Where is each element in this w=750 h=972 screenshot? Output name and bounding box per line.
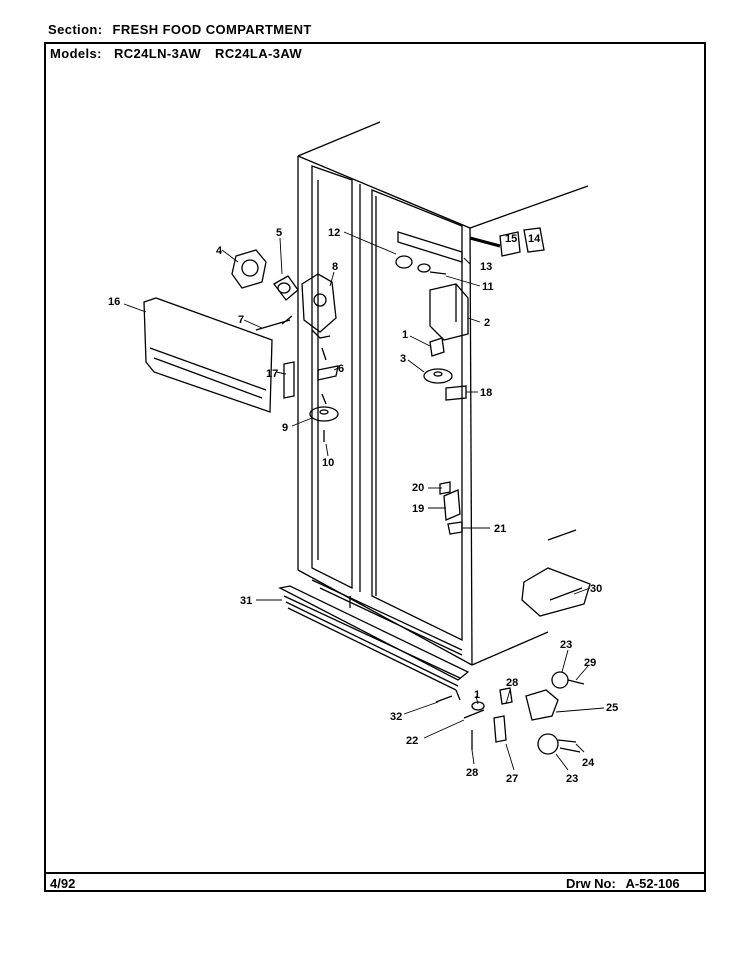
callout-20: 21	[494, 523, 506, 535]
drawing-frame	[44, 42, 706, 892]
drawing-number: Drw No: A-52-106	[566, 876, 680, 891]
callout-17: 17	[266, 368, 278, 380]
section-value: FRESH FOOD COMPARTMENT	[112, 22, 312, 37]
callout-5: 5	[276, 227, 282, 239]
callout-3: 3	[400, 353, 406, 365]
callout-10: 10	[322, 457, 334, 469]
callout-14: 14	[528, 233, 541, 245]
callout-23-bottom: 23	[566, 773, 578, 785]
callout-9: 9	[282, 422, 288, 434]
callout-1-lower: 1	[474, 689, 480, 701]
callout-1: 1	[402, 329, 408, 341]
callout-31: 31	[240, 595, 252, 607]
callout-21: 20	[412, 482, 424, 494]
callout-6: 6	[338, 363, 344, 375]
callout-13: 13	[480, 261, 492, 273]
callout-18: 18	[480, 387, 492, 399]
models-heading: Models: RC24LN-3AW RC24LA-3AW	[50, 46, 302, 61]
callout-24: 24	[582, 757, 595, 769]
callout-30: 30	[590, 583, 602, 595]
callout-19: 19	[412, 503, 424, 515]
drawing-label: Drw No:	[566, 876, 616, 891]
callout-29: 29	[584, 657, 596, 669]
callout-26: 27	[506, 773, 518, 785]
section-heading: Section: FRESH FOOD COMPARTMENT	[48, 22, 312, 37]
section-label: Section:	[48, 22, 103, 37]
callout-22: 22	[406, 735, 418, 747]
footer-date: 4/92	[50, 876, 76, 891]
callout-12: 12	[328, 227, 340, 239]
model-1: RC24LN-3AW	[113, 46, 202, 61]
models-label: Models:	[50, 46, 102, 61]
callout-15: 15	[505, 233, 517, 245]
callout-27: 28	[466, 767, 478, 779]
callout-28: 28	[506, 677, 518, 689]
callout-2: 2	[484, 317, 490, 329]
callout-7: 7	[238, 314, 244, 326]
model-2: RC24LA-3AW	[215, 46, 303, 61]
callout-23-top: 23	[560, 639, 572, 651]
callout-32: 32	[390, 711, 402, 723]
callout-25: 25	[606, 702, 618, 714]
footer-divider	[44, 872, 706, 874]
callout-16: 16	[108, 296, 120, 308]
callout-4: 4	[216, 245, 223, 257]
callout-11: 11	[482, 281, 494, 293]
drawing-value: A-52-106	[625, 876, 680, 891]
callout-8: 8	[332, 261, 338, 273]
